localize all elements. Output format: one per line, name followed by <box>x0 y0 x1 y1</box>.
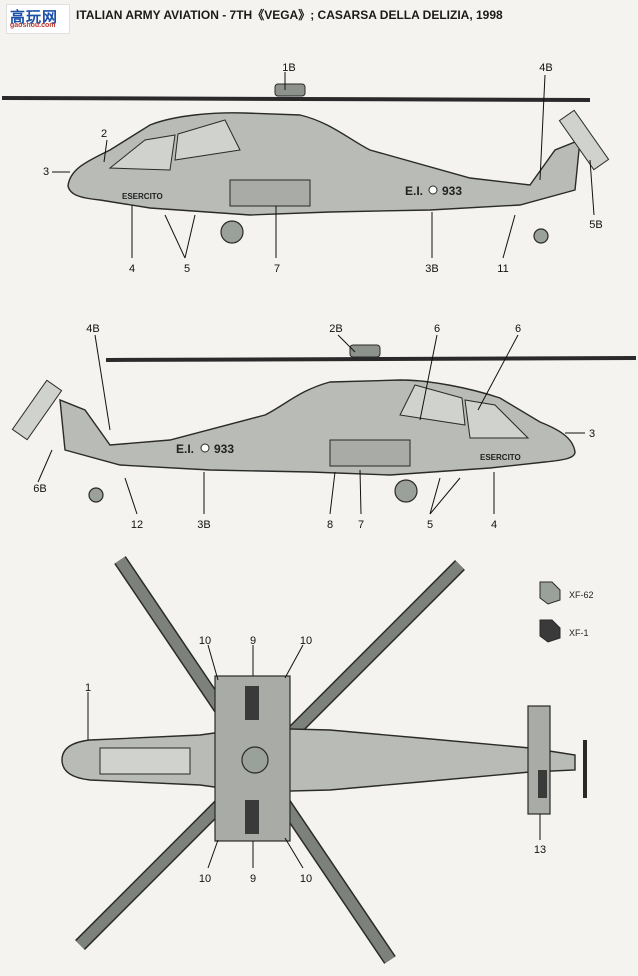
callout-label: 8 <box>327 519 333 531</box>
canopy-rear <box>399 384 466 426</box>
logo-url: gaoshou.com <box>10 22 56 29</box>
callout-label: 1 <box>85 682 91 694</box>
callout-label: 6 <box>515 323 521 335</box>
rotor-hub <box>349 344 381 358</box>
rotor-hub <box>241 746 269 774</box>
number-marking: 933 <box>214 442 234 456</box>
leader-line <box>429 477 441 515</box>
canopy-rear <box>174 119 241 161</box>
rotor-hub <box>274 83 306 97</box>
callout-label: 3B <box>425 263 438 275</box>
legend-label: XF-1 <box>569 628 589 638</box>
leader-line <box>284 837 304 869</box>
callout-label: 3 <box>43 166 49 178</box>
callout-label: 1B <box>282 62 295 74</box>
number-marking: 933 <box>442 184 462 198</box>
callout-label: 3B <box>197 519 210 531</box>
canopy <box>464 399 530 439</box>
fuselage-top <box>61 727 576 793</box>
paint-swatch <box>539 581 561 605</box>
callout-label: 10 <box>300 635 312 647</box>
engine-intake <box>245 686 259 720</box>
callout-label: 9 <box>250 873 256 885</box>
canopy <box>108 134 176 171</box>
callout-label: 4B <box>86 323 99 335</box>
callout-label: 4 <box>491 519 497 531</box>
leader-line <box>359 469 362 515</box>
callout-label: 2B <box>329 323 342 335</box>
callout-label: 5 <box>184 263 190 275</box>
callout-label: 9 <box>250 635 256 647</box>
stabilizer-stripe <box>538 770 547 798</box>
leader-line <box>184 214 196 259</box>
callout-label: 11 <box>497 263 508 275</box>
leader-line <box>284 644 304 679</box>
legend-label: XF-62 <box>569 590 594 600</box>
callout-label: 3 <box>589 428 595 440</box>
leader-line <box>207 839 219 869</box>
callout-label: 7 <box>358 519 364 531</box>
legend-item-xf62: XF-62 <box>539 581 594 605</box>
callout-label: 5B <box>589 219 602 231</box>
tail-rotor <box>11 379 63 441</box>
leader-line <box>589 159 595 216</box>
callout-label: 10 <box>199 873 211 885</box>
leader-line <box>477 334 519 411</box>
color-legend: XF-62 XF-1 <box>539 581 594 643</box>
callout-label: 12 <box>131 519 143 531</box>
main-wheel <box>220 220 244 244</box>
site-logo: 高玩网 gaoshou.com <box>6 4 70 34</box>
leader-line <box>419 334 438 421</box>
leader-line <box>539 74 546 181</box>
callout-label: 5 <box>427 519 433 531</box>
page-title: ITALIAN ARMY AVIATION - 7TH《VEGA》; CASAR… <box>76 8 503 22</box>
leader-line <box>337 334 356 353</box>
top-view: 10 9 10 1 10 9 10 13 <box>61 556 587 964</box>
canopy <box>99 747 191 775</box>
leader-line <box>502 214 516 259</box>
logo-text: 高玩网 <box>10 9 59 26</box>
engine-intake <box>245 800 259 834</box>
roundel <box>200 443 210 453</box>
serial-marking: E.I. <box>176 442 194 456</box>
main-rotor-blade <box>1 96 591 102</box>
esercito-marking: ESERCITO <box>122 192 163 201</box>
leader-line <box>124 477 138 515</box>
callout-label: 13 <box>534 844 546 856</box>
main-wheel <box>394 479 418 503</box>
callout-label: 4B <box>539 62 552 74</box>
leader-line <box>207 644 219 681</box>
callout-label: 6B <box>33 483 46 495</box>
esercito-marking: ESERCITO <box>480 453 521 462</box>
callout-label: 10 <box>199 635 211 647</box>
leader-line <box>329 471 336 515</box>
legend-item-xf1: XF-1 <box>539 619 589 643</box>
left-side-view: E.I. 933 ESERCITO 2B 6 6 4B 3 6B 1 <box>11 323 637 531</box>
callout-label: 6 <box>434 323 440 335</box>
callout-label: 10 <box>300 873 312 885</box>
serial-marking: E.I. <box>405 184 423 198</box>
callout-label: 2 <box>101 128 107 140</box>
tail-rotor <box>558 109 610 171</box>
paint-swatch <box>539 619 561 643</box>
leader-line <box>164 214 186 259</box>
leader-line <box>94 334 111 431</box>
right-side-view: E.I. 933 ESERCITO 1B 2 3 4 5 7 4B 5B <box>1 62 610 275</box>
weapon-pod <box>329 439 411 467</box>
leader-line <box>103 139 108 163</box>
leader-line <box>429 477 461 515</box>
callout-label: 7 <box>274 263 280 275</box>
roundel <box>428 185 438 195</box>
leader-line <box>37 449 53 483</box>
callout-label: 4 <box>129 263 135 275</box>
weapon-pod <box>229 179 311 207</box>
tail-wheel <box>533 228 549 244</box>
main-rotor-blade <box>105 356 637 362</box>
tail-wheel <box>88 487 104 503</box>
